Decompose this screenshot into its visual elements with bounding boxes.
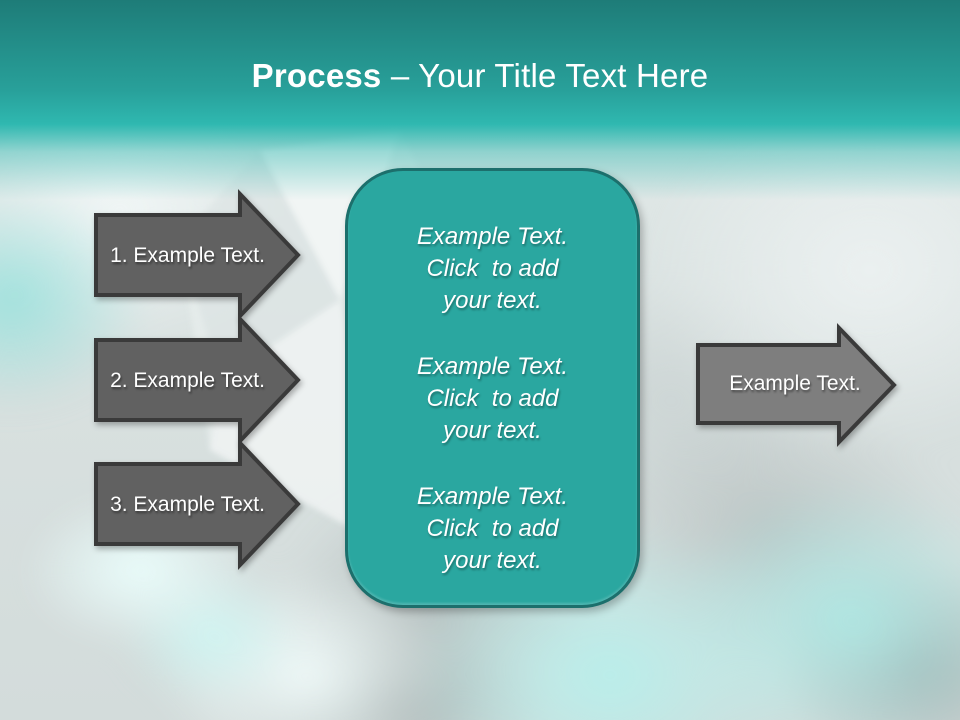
text-block-1: Example Text. Click to add your text.	[417, 221, 568, 317]
center-text-box[interactable]: Example Text. Click to add your text. Ex…	[345, 168, 640, 608]
text-block-3: Example Text. Click to add your text.	[417, 481, 568, 577]
text-line: Click to add	[426, 515, 559, 542]
text-line: Click to add	[426, 385, 559, 412]
process-arrow-3[interactable]	[94, 437, 301, 571]
title-emphasis: Process	[251, 57, 382, 94]
text-line: Example Text.	[416, 483, 569, 510]
text-line: your text.	[443, 547, 542, 574]
title-rest: – Your Title Text Here	[381, 57, 709, 94]
text-line: Click to add	[426, 255, 559, 282]
text-line: Example Text.	[416, 353, 569, 380]
text-line: your text.	[443, 417, 542, 444]
process-arrow-2[interactable]	[94, 313, 301, 447]
header-band	[0, 0, 960, 200]
text-line: your text.	[443, 287, 542, 314]
process-arrow-1[interactable]	[94, 188, 301, 322]
page-title[interactable]: Process – Your Title Text Here	[0, 53, 960, 99]
output-arrow[interactable]	[696, 323, 897, 447]
text-line: Example Text.	[416, 223, 569, 250]
text-block-2: Example Text. Click to add your text.	[417, 351, 568, 447]
